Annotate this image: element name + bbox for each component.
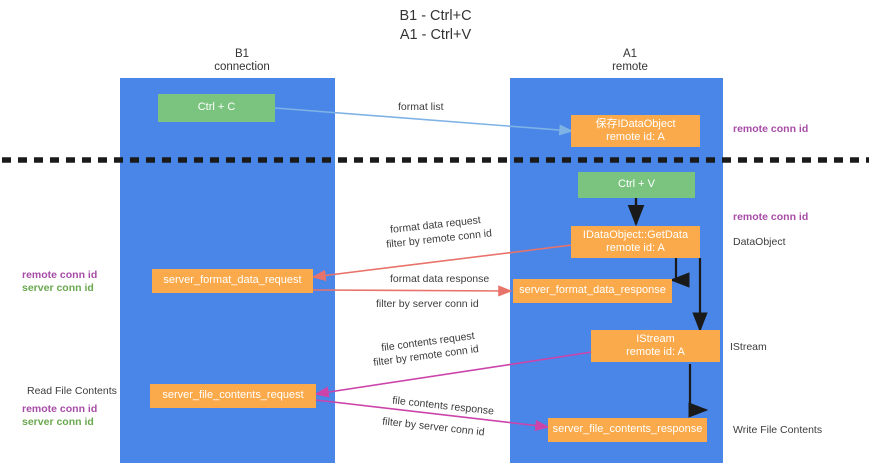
page-title: B1 - Ctrl+C A1 - Ctrl+V [0, 7, 871, 45]
node-server-format-data-response-label: server_format_data_response [519, 284, 666, 297]
annotation-right-remote-conn-id-mid: remote conn id [733, 211, 809, 223]
node-server-format-data-request-label: server_format_data_request [163, 274, 302, 287]
filter-key-server-conn-id: server conn id [412, 298, 479, 310]
node-ctrl-c-label: Ctrl + C [197, 101, 236, 114]
filter-prefix: filter by [381, 415, 420, 432]
node-server-format-data-request[interactable]: server_format_data_request [152, 269, 313, 293]
filter-prefix: filter by [372, 352, 411, 369]
node-server-file-contents-response[interactable]: server_file_contents_response [548, 418, 707, 442]
column-header-b1-name: B1 [234, 48, 250, 60]
annotation-left-server-conn-id: server conn id [22, 282, 94, 294]
node-getdata-line2: remote id: A [606, 242, 665, 254]
filter-key-server-conn-id: server conn id [418, 419, 486, 439]
filter-prefix: filter by [376, 298, 413, 310]
node-idataobject[interactable]: 保存IDataObject remote id: A [571, 115, 700, 147]
node-idataobject-line1: 保存IDataObject [595, 117, 676, 130]
annotation-left-remote-conn-id: remote conn id [22, 269, 98, 281]
node-idataobject-getdata[interactable]: IDataObject::GetData remote id: A [571, 226, 700, 258]
node-server-file-contents-request-label: server_file_contents_request [162, 389, 304, 402]
node-ctrl-v-label: Ctrl + V [618, 178, 655, 191]
edge-label-file-contents-response: file contents response [392, 395, 495, 419]
filter-prefix: filter by [385, 234, 424, 251]
edge-format-data-response [312, 285, 513, 297]
node-server-file-contents-request[interactable]: server_file_contents_request [150, 384, 316, 408]
annotation-left-remote-conn-id-2: remote conn id [22, 403, 98, 415]
edge-label-format-data-response: format data response [390, 273, 490, 285]
annotation-right-write-file-contents: Write File Contents [733, 424, 823, 436]
node-istream-line2: remote id: A [626, 346, 685, 358]
column-header-b1: B1 connection [152, 48, 332, 74]
title-line-2: A1 - Ctrl+V [399, 27, 472, 43]
annotation-right-dataobject: DataObject [733, 236, 786, 248]
node-server-file-contents-response-label: server_file_contents_response [552, 423, 703, 436]
title-line-1: B1 - Ctrl+C [399, 8, 472, 24]
annotation-right-remote-conn-id-top: remote conn id [733, 123, 809, 135]
annotation-left-read-file-contents: Read File Contents [27, 385, 117, 397]
edge-label-file-contents-response-filter: filter by server conn id [381, 415, 486, 439]
node-ctrl-v[interactable]: Ctrl + V [578, 172, 695, 198]
column-header-a1-sub: remote [612, 61, 648, 73]
node-istream-line1: IStream [636, 332, 675, 345]
node-ctrl-c[interactable]: Ctrl + C [158, 94, 275, 122]
column-header-a1: A1 remote [540, 48, 720, 74]
node-istream[interactable]: IStream remote id: A [591, 330, 720, 362]
column-header-b1-sub: connection [214, 61, 270, 73]
node-getdata-line1: IDataObject::GetData [582, 228, 689, 241]
edge-label-format-data-response-filter: filter by server conn id [376, 298, 479, 311]
annotation-right-istream: IStream [730, 341, 767, 353]
column-header-a1-name: A1 [622, 48, 638, 60]
node-server-format-data-response[interactable]: server_format_data_response [513, 279, 672, 303]
edge-label-format-list: format list [398, 101, 444, 113]
edge-label-file-contents-response-text: file contents response [391, 394, 495, 418]
annotation-left-server-conn-id-2: server conn id [22, 416, 94, 428]
node-idataobject-line2: remote id: A [606, 131, 665, 143]
